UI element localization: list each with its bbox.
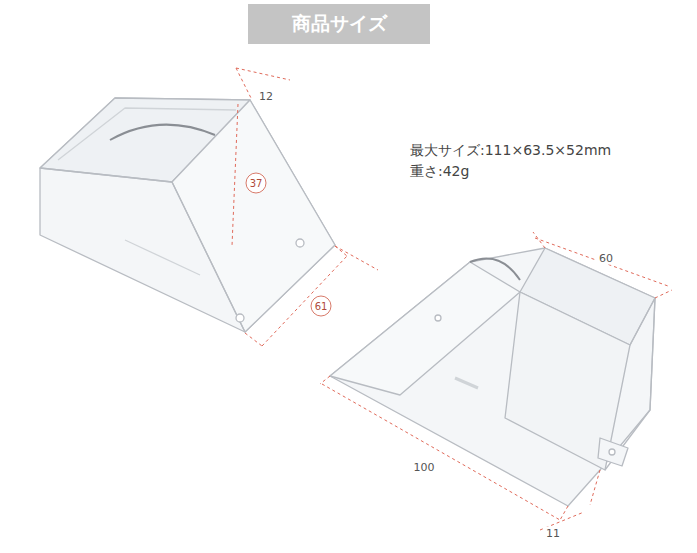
dimension-lines-right <box>320 232 672 530</box>
spec-text: 重さ:42g <box>410 163 469 181</box>
dimension-label: 11 <box>544 527 562 540</box>
callout-number: 61 <box>315 301 328 312</box>
title: 商品サイズ <box>292 11 387 37</box>
spec-text: 最大サイズ:111×63.5×52mm <box>410 142 611 160</box>
callout-circles <box>246 173 331 316</box>
title-banner: 商品サイズ <box>248 4 430 44</box>
callout-number: 37 <box>250 178 263 189</box>
right-view <box>330 248 655 506</box>
dimension-label: 12 <box>257 90 275 103</box>
left-view <box>40 98 335 332</box>
dimension-label: 100 <box>412 461 437 474</box>
dimension-label: 60 <box>597 252 615 265</box>
dimension-lines-left <box>232 68 378 346</box>
